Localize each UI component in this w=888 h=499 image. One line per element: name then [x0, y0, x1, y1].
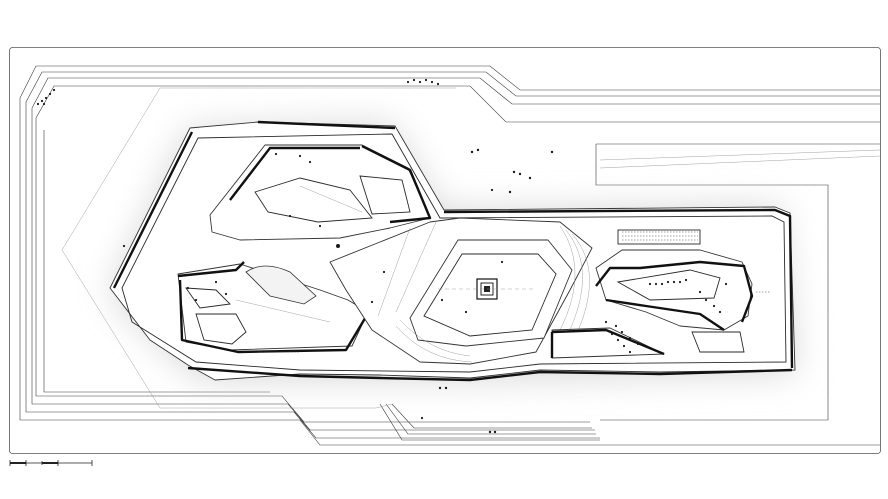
scale-bar-icon — [9, 460, 93, 466]
furniture-dots — [36, 78, 728, 434]
site-contours — [19, 65, 881, 446]
seating-rows — [258, 231, 770, 353]
interior-zones — [177, 144, 754, 365]
